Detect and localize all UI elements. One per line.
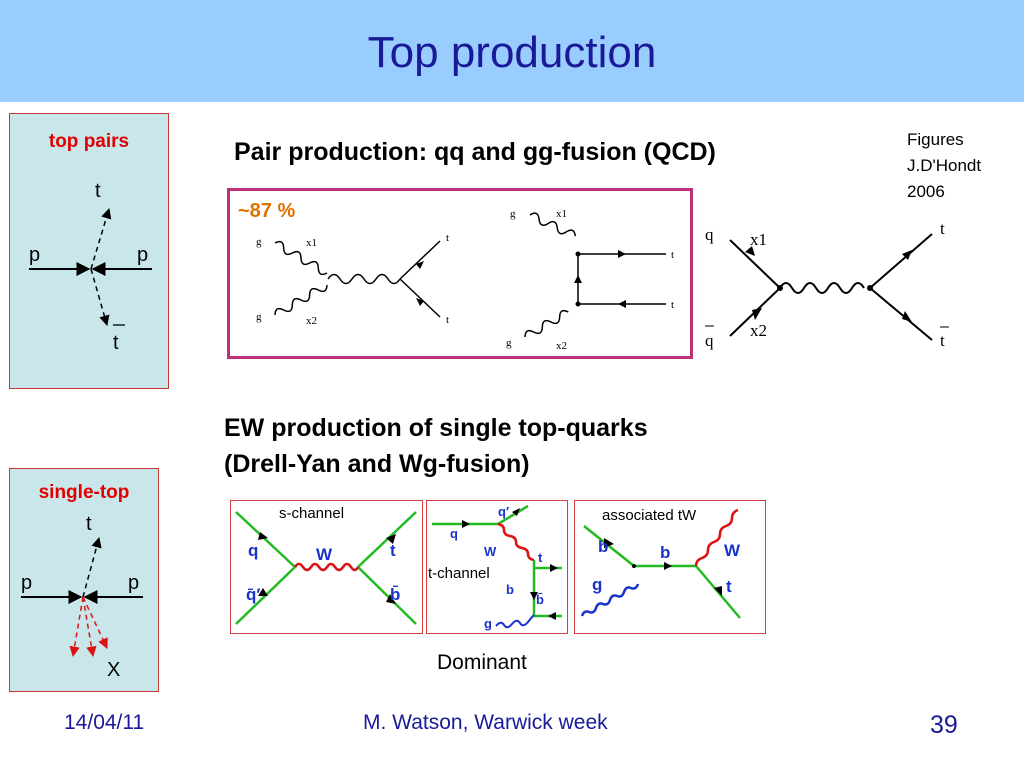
d1-x2: x2 — [306, 315, 317, 327]
single-top-x-label: X — [107, 659, 120, 681]
slide-title: Top production — [367, 28, 657, 77]
d2-x2: x2 — [556, 340, 567, 352]
qq-annihilation-diagram: q x1 q x2 t t — [705, 219, 949, 350]
d2-t: t — [671, 249, 674, 261]
credit-line-3: 2006 — [907, 182, 945, 201]
d1-g2: g — [256, 311, 262, 323]
d1-g1: g — [256, 236, 262, 248]
d1-tbar: t — [446, 314, 449, 326]
t-channel-diagram: q q′ W t b b̄ g — [432, 504, 562, 631]
s-channel-caption: s-channel — [279, 505, 345, 522]
d3-x1: x1 — [750, 230, 767, 249]
tw-b2: b — [660, 543, 670, 562]
d3-tbar: t — [940, 331, 945, 350]
ew-heading: EW production of single top-quarks (Drel… — [224, 410, 648, 482]
gg-fraction-label: ~87 % — [238, 200, 296, 222]
d3-q: q — [705, 225, 714, 244]
single-top-t-label: t — [86, 513, 92, 535]
ew-heading-line1: EW production of single top-quarks — [224, 414, 648, 442]
tw-w: W — [724, 541, 741, 560]
single-top-p-right: p — [128, 572, 139, 594]
s-qbar: q̄′ — [246, 585, 260, 604]
t-bbar: b̄ — [536, 592, 544, 607]
gg-fusion-diagrams: g x1 g x2 t t g x1 g x2 t t — [256, 208, 674, 352]
d2-g2: g — [506, 337, 512, 349]
top-pairs-header: top pairs — [48, 131, 130, 152]
t-b: b — [506, 582, 514, 597]
d1-x1: x1 — [306, 237, 317, 249]
d3-x2: x2 — [750, 321, 767, 340]
tw-b: b — [598, 537, 608, 556]
t-t: t — [538, 550, 543, 565]
figures-credit: Figures J.D'Hondt 2006 — [907, 127, 981, 205]
d2-tbar: t — [671, 299, 674, 311]
s-t: t — [390, 541, 396, 560]
credit-line-2: J.D'Hondt — [907, 156, 982, 175]
top-pairs-t-label: t — [95, 180, 101, 202]
d3-t: t — [940, 219, 945, 238]
tw-t: t — [726, 577, 732, 596]
t-channel-caption: t-channel — [428, 565, 490, 582]
d1-t: t — [446, 232, 449, 244]
d2-g1: g — [510, 208, 516, 220]
top-pairs-tbar-label: t — [113, 332, 119, 354]
gg-fusion-box — [227, 188, 693, 359]
single-top-panel: single-top — [9, 468, 159, 692]
s-bbar: b̄ — [390, 585, 400, 604]
top-pairs-p-right: p — [137, 244, 148, 266]
credit-line-1: Figures — [907, 130, 964, 149]
footer-page-number: 39 — [930, 711, 958, 739]
t-g: g — [484, 616, 492, 631]
single-top-p-left: p — [21, 572, 32, 594]
tw-diagram: b b W g t — [580, 508, 741, 619]
top-pairs-p-left: p — [29, 244, 40, 266]
tw-g: g — [592, 575, 602, 594]
single-top-header: single-top — [38, 482, 130, 503]
t-w: W — [484, 544, 497, 559]
d2-x1: x1 — [556, 208, 567, 220]
s-channel-diagram: q q̄′ W t b̄ — [235, 511, 417, 625]
top-pairs-panel: top pairs — [9, 113, 169, 389]
t-qprime: q′ — [498, 504, 509, 519]
tw-caption: associated tW — [602, 507, 697, 524]
footer-author: M. Watson, Warwick week — [363, 711, 608, 734]
d3-qbar: q — [705, 331, 714, 350]
top-pairs-diagram: t p p t — [29, 180, 152, 354]
ew-heading-line2: (Drell-Yan and Wg-fusion) — [224, 450, 530, 478]
single-top-diagram: t p p X — [21, 513, 143, 681]
pair-production-heading: Pair production: qq and gg-fusion (QCD) — [234, 138, 716, 166]
s-w: W — [316, 545, 333, 564]
title-bar — [0, 0, 1024, 102]
s-q: q — [248, 541, 258, 560]
footer-date: 14/04/11 — [64, 711, 145, 734]
t-q: q — [450, 526, 458, 541]
dominant-label: Dominant — [437, 651, 527, 674]
